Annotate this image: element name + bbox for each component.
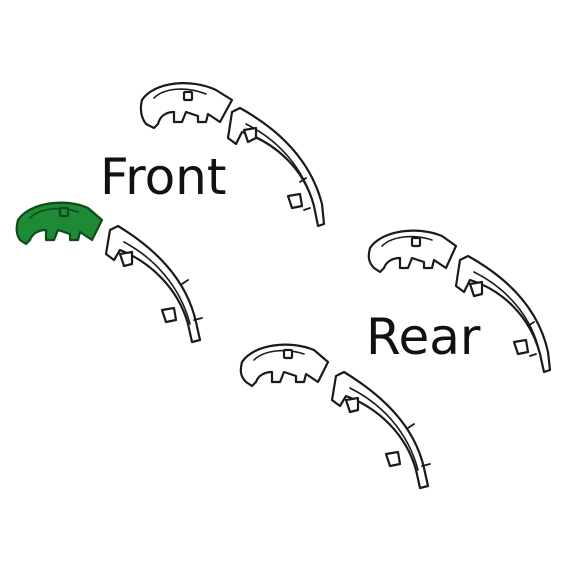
rear-upper-side-piece[interactable]: [454, 254, 552, 374]
front-lower-set: [15, 201, 203, 344]
front-upper-corner-piece[interactable]: [139, 82, 234, 130]
front-lower-side-piece[interactable]: [104, 224, 203, 344]
front-label: Front: [100, 148, 227, 206]
front-lower-corner-piece[interactable]: [15, 201, 104, 246]
rear-lower-corner-piece[interactable]: [239, 343, 330, 388]
rear-label: Rear: [366, 308, 481, 366]
front-upper-set: [139, 82, 326, 228]
rear-lower-set: [239, 343, 431, 490]
front-upper-side-piece[interactable]: [226, 106, 326, 228]
rear-upper-set: [367, 229, 552, 374]
rear-lower-side-piece[interactable]: [330, 370, 431, 490]
rear-upper-corner-piece[interactable]: [367, 229, 458, 274]
